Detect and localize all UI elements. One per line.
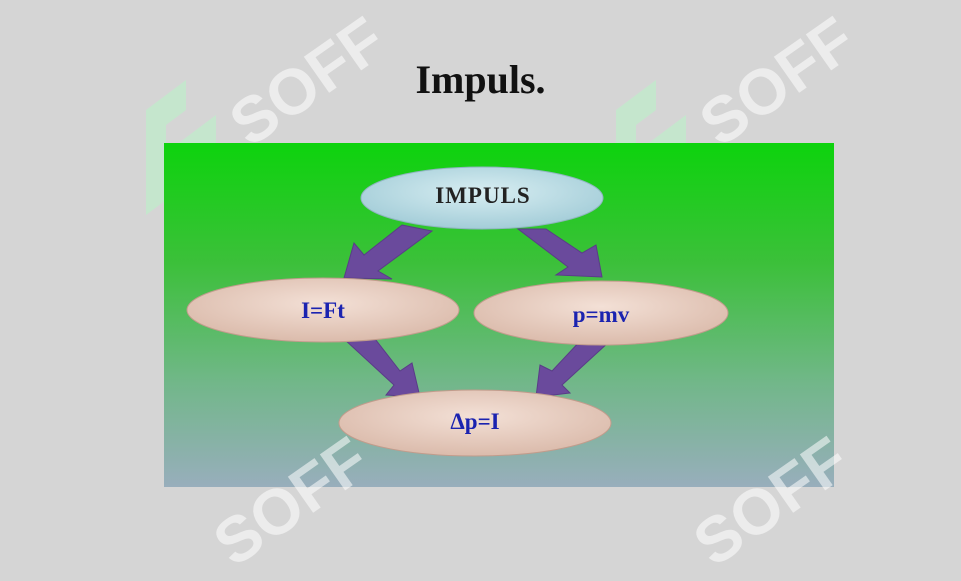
- slide-title: Impuls.: [415, 57, 546, 102]
- node-impuls-label: IMPULS: [435, 183, 531, 208]
- node-p-equals-mv: [473, 280, 729, 346]
- node-delta-p-equals-i-label: Δp=I: [450, 409, 500, 434]
- arrow-top-to-left: [343, 224, 434, 280]
- arrow-top-to-right: [516, 228, 603, 278]
- node-i-equals-ft: [186, 277, 460, 343]
- node-p-equals-mv-label: p=mv: [572, 302, 630, 327]
- arrow-right-to-bottom: [535, 338, 612, 398]
- node-impuls: [360, 166, 604, 230]
- diagram-shapes: [186, 166, 729, 457]
- impulse-diagram: IMPULS I=Ft p=mv Δp=I: [164, 143, 834, 487]
- arrow-left-to-bottom: [342, 334, 421, 398]
- node-delta-p-equals-i: [338, 389, 612, 457]
- node-i-equals-ft-label: I=Ft: [301, 298, 345, 323]
